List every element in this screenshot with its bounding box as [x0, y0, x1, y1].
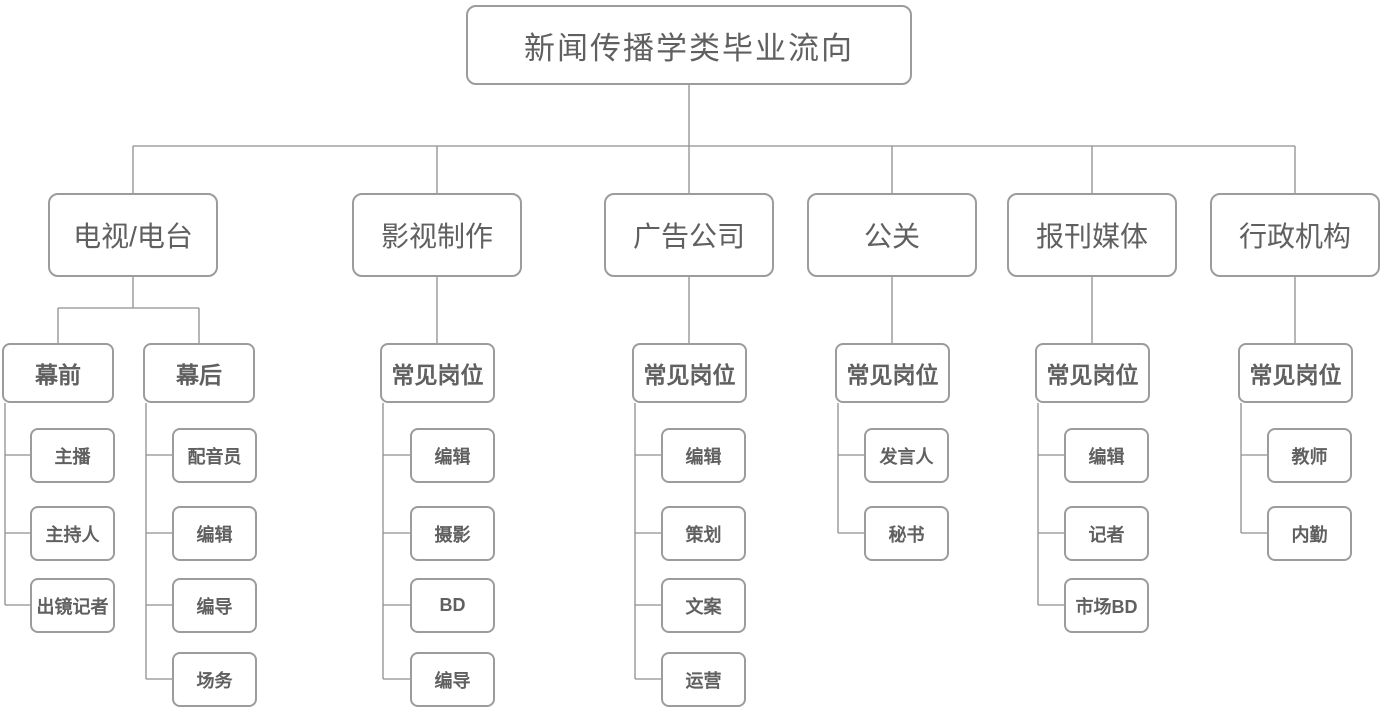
job-director-tv: 编导 [172, 578, 257, 633]
job-editor-ad: 编辑 [661, 428, 746, 483]
job-editor-film: 编辑 [410, 428, 495, 483]
job-secretary: 秘书 [864, 506, 949, 561]
node-print-media: 报刊媒体 [1007, 193, 1177, 277]
job-journalist: 记者 [1064, 506, 1149, 561]
node-tv-radio: 电视/电台 [48, 193, 218, 277]
node-common-jobs-admin: 常见岗位 [1238, 343, 1353, 403]
job-field-reporter: 出镜记者 [30, 578, 115, 633]
job-anchor: 主播 [30, 428, 115, 483]
node-root-title: 新闻传播学类毕业流向 [466, 5, 912, 85]
node-public-relations: 公关 [807, 193, 977, 277]
job-stagehand: 场务 [172, 652, 257, 707]
job-teacher: 教师 [1267, 428, 1352, 483]
job-editor-press: 编辑 [1064, 428, 1149, 483]
node-behind-scenes: 幕后 [143, 343, 255, 403]
job-market-bd: 市场BD [1064, 578, 1149, 633]
node-administrative-org: 行政机构 [1210, 193, 1380, 277]
job-office-clerk: 内勤 [1267, 506, 1352, 561]
job-copywriter: 文案 [661, 578, 746, 633]
job-host: 主持人 [30, 506, 115, 561]
job-voice-actor: 配音员 [172, 428, 257, 483]
node-ad-agency: 广告公司 [604, 193, 774, 277]
node-common-jobs-press: 常见岗位 [1035, 343, 1150, 403]
job-operations: 运营 [661, 652, 746, 707]
node-common-jobs-pr: 常见岗位 [835, 343, 950, 403]
job-director-film: 编导 [410, 652, 495, 707]
node-on-camera: 幕前 [2, 343, 114, 403]
job-spokesperson: 发言人 [864, 428, 949, 483]
node-common-jobs-film: 常见岗位 [380, 343, 495, 403]
job-bd-film: BD [410, 578, 495, 633]
job-editor-tv: 编辑 [172, 506, 257, 561]
job-planner: 策划 [661, 506, 746, 561]
job-photography: 摄影 [410, 506, 495, 561]
node-film-tv-production: 影视制作 [352, 193, 522, 277]
node-common-jobs-ad: 常见岗位 [632, 343, 747, 403]
